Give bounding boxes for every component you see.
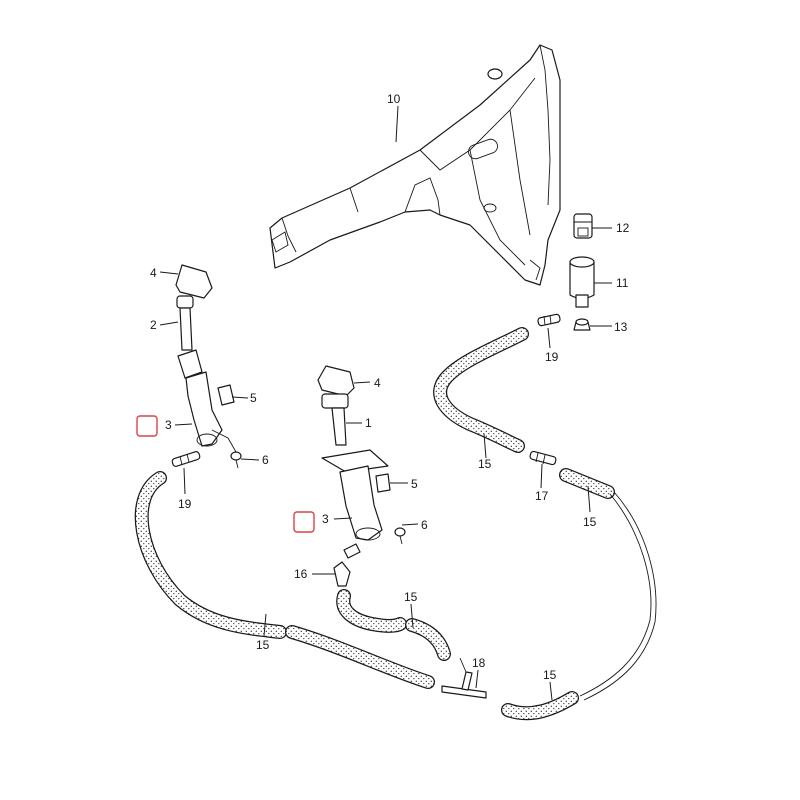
clip-part-5-right — [375, 473, 391, 493]
callout-15-left: 15 — [256, 638, 270, 652]
hose-thin-line — [579, 491, 657, 701]
callout-11: 11 — [616, 276, 629, 290]
t-connector-part-18 — [441, 657, 487, 699]
hose-bottom-right — [501, 691, 579, 721]
grommet-part-13 — [573, 318, 591, 331]
callout-5-left: 5 — [250, 391, 257, 405]
clip-part-5-left — [217, 384, 235, 406]
hose-right-upper — [433, 327, 529, 453]
nozzle-part-2-left — [176, 295, 194, 351]
callout-17: 17 — [535, 489, 549, 503]
connector-part-19-left — [171, 451, 201, 467]
elbow-connector-part-16 — [333, 543, 361, 587]
nozzle-cap-part-4-left — [175, 264, 213, 299]
callout-2: 2 — [150, 318, 157, 332]
washer-fluid-reservoir — [269, 44, 561, 286]
callout-18: 18 — [472, 656, 486, 670]
washer-pump-part-11 — [569, 256, 595, 308]
callout-3-right: 3 — [322, 512, 329, 526]
callout-19-right: 19 — [545, 350, 559, 364]
callout-19-left: 19 — [178, 497, 192, 511]
callout-12: 12 — [616, 221, 630, 235]
callout-1: 1 — [365, 416, 372, 430]
callout-15-right-upper: 15 — [478, 457, 492, 471]
connector-part-19-right — [537, 313, 561, 327]
connector-part-12 — [573, 213, 593, 239]
callout-3-left: 3 — [165, 418, 172, 432]
telescopic-cylinder-part-3-left — [177, 349, 237, 453]
callout-16: 16 — [294, 567, 308, 581]
highlight-box-left — [136, 415, 158, 437]
hose-middle-curved — [336, 589, 451, 661]
callout-6-right: 6 — [421, 518, 428, 532]
callout-4-left: 4 — [150, 266, 157, 280]
screw-part-6-left — [230, 451, 242, 469]
hose-right-short — [559, 468, 615, 499]
nozzle-cap-part-4-right — [317, 365, 355, 397]
callout-4-right: 4 — [374, 376, 381, 390]
callout-15-bottom: 15 — [543, 668, 557, 682]
callout-13: 13 — [614, 320, 628, 334]
hose-left-long — [134, 471, 435, 689]
telescopic-cylinder-part-3-right — [321, 449, 389, 541]
callout-10: 10 — [387, 92, 401, 106]
connector-part-17 — [529, 450, 557, 466]
callout-15-middle: 15 — [404, 590, 418, 604]
leader-lines — [159, 105, 612, 701]
callout-15-right-short: 15 — [583, 515, 597, 529]
nozzle-part-1-right — [321, 393, 349, 446]
highlight-box-right — [293, 511, 315, 533]
screw-part-6-right — [394, 527, 406, 545]
callout-6-left: 6 — [262, 453, 269, 467]
callout-5-right: 5 — [411, 477, 418, 491]
